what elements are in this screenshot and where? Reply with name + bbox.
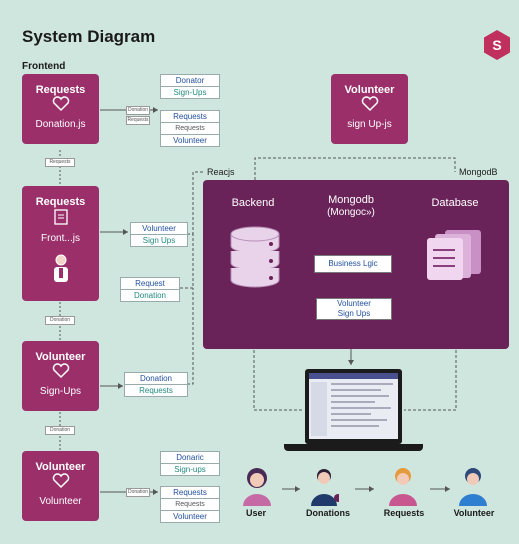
card-row: Sign-Ups xyxy=(173,88,207,97)
app-titlebar xyxy=(309,373,398,379)
heart-hands-icon xyxy=(52,363,69,379)
diagram-title: System Diagram xyxy=(22,27,156,46)
tile-subtitle: sign Up-js xyxy=(347,119,392,130)
tile-title: Volunteer xyxy=(35,351,86,363)
backend-panel: Backend Mongodb (Mongoc») Database Busin… xyxy=(203,180,509,349)
svg-text:S: S xyxy=(492,37,501,53)
card-bottom: Donaric Sign-ups xyxy=(160,451,220,476)
small-label: Donation xyxy=(45,316,75,325)
tile-volunteer-signups: Volunteer Sign-Ups xyxy=(22,341,99,411)
heart-hands-icon xyxy=(361,96,378,112)
card-row: Donation xyxy=(125,373,187,385)
frontend-label: Frontend xyxy=(22,61,66,72)
mongodb-title: Mongodb xyxy=(328,194,374,206)
laptop-base xyxy=(284,444,423,451)
card-row: Volunteer xyxy=(131,223,187,235)
tile-volunteer-bottom: Volunteer Volunteer xyxy=(22,451,99,521)
tile-title: Requests xyxy=(35,196,86,208)
card-row: Requests xyxy=(161,499,219,511)
card-top: Donator Sign-Ups xyxy=(160,74,220,99)
card-volunteer-signups: Volunteer Sign Ups xyxy=(130,222,188,247)
card-request-donation: Request Donation xyxy=(120,277,180,302)
mongodb-subtitle: (Mongoc») xyxy=(327,207,375,218)
tile-subtitle: Sign-Ups xyxy=(39,386,82,397)
box-line: Volunteer xyxy=(337,299,371,308)
card-row: Donator xyxy=(161,75,219,87)
person-label-donations: Donations xyxy=(306,508,350,518)
tile-requests-donation: Requests Donation.js xyxy=(22,74,99,144)
database-title: Database xyxy=(431,197,479,209)
card-row: Sign Ups xyxy=(142,236,176,245)
small-label: Donation xyxy=(126,488,150,497)
server-files-icon xyxy=(427,230,481,280)
card-row: Request xyxy=(121,278,179,290)
tile-subtitle: Front...js xyxy=(41,233,80,244)
card-row: Requests xyxy=(161,123,219,135)
user-avatar-icon xyxy=(243,468,271,506)
card-row: Donation xyxy=(133,291,167,300)
heart-hands-icon xyxy=(52,96,69,112)
app-screenshot xyxy=(309,373,398,439)
volunteer-avatar-icon xyxy=(459,468,487,506)
tile-subtitle: Donation.js xyxy=(35,119,86,130)
donations-avatar-icon xyxy=(311,469,339,506)
person-label-user: User xyxy=(245,508,266,518)
card-row: Requests xyxy=(161,111,219,123)
heart-hands-icon xyxy=(52,473,69,489)
tile-subtitle: Volunteer xyxy=(39,496,82,507)
small-label: Donation xyxy=(45,426,75,435)
card-donation-requests: Donation Requests xyxy=(124,372,188,397)
small-label: Donation xyxy=(126,106,150,115)
person-icon xyxy=(53,254,68,282)
card-bottom-list: Requests Requests Volunteer xyxy=(160,486,220,523)
app-sidebar xyxy=(311,382,327,436)
tile-volunteer-signup-js: Volunteer sign Up-js xyxy=(331,74,408,144)
business-logic-box: Business Lgic xyxy=(314,255,392,273)
database-stack-icon xyxy=(230,226,280,288)
tile-title: Volunteer xyxy=(35,461,86,473)
card-row: Volunteer xyxy=(173,136,207,145)
document-icon xyxy=(53,209,68,225)
box-line: Sign Ups xyxy=(337,309,371,318)
person-label-volunteer: Volunteer xyxy=(453,508,495,518)
tile-title: Requests xyxy=(35,84,86,96)
card-row: Sign-ups xyxy=(174,465,206,474)
card-row: Volunteer xyxy=(173,512,207,521)
mongodb-label: MongodB xyxy=(459,167,498,177)
card-row: Donaric xyxy=(161,452,219,464)
small-label: Requests xyxy=(126,116,150,125)
card-row: Requests xyxy=(139,386,173,395)
tile-title: Volunteer xyxy=(344,84,395,96)
volunteer-signups-box: Volunteer Sign Ups xyxy=(316,298,392,320)
tile-requests-frontend: Requests Front...js xyxy=(22,186,99,301)
person-label-requests: Requests xyxy=(383,508,425,518)
backend-title: Backend xyxy=(231,197,275,209)
requests-avatar-icon xyxy=(389,468,417,506)
card-row: Requests xyxy=(161,487,219,499)
laptop-screen xyxy=(305,369,402,444)
card-top-list: Requests Requests Volunteer xyxy=(160,110,220,147)
logo-icon: S xyxy=(484,30,510,60)
reacjs-label: Reacjs xyxy=(207,167,235,177)
small-label: Requests xyxy=(45,158,75,167)
